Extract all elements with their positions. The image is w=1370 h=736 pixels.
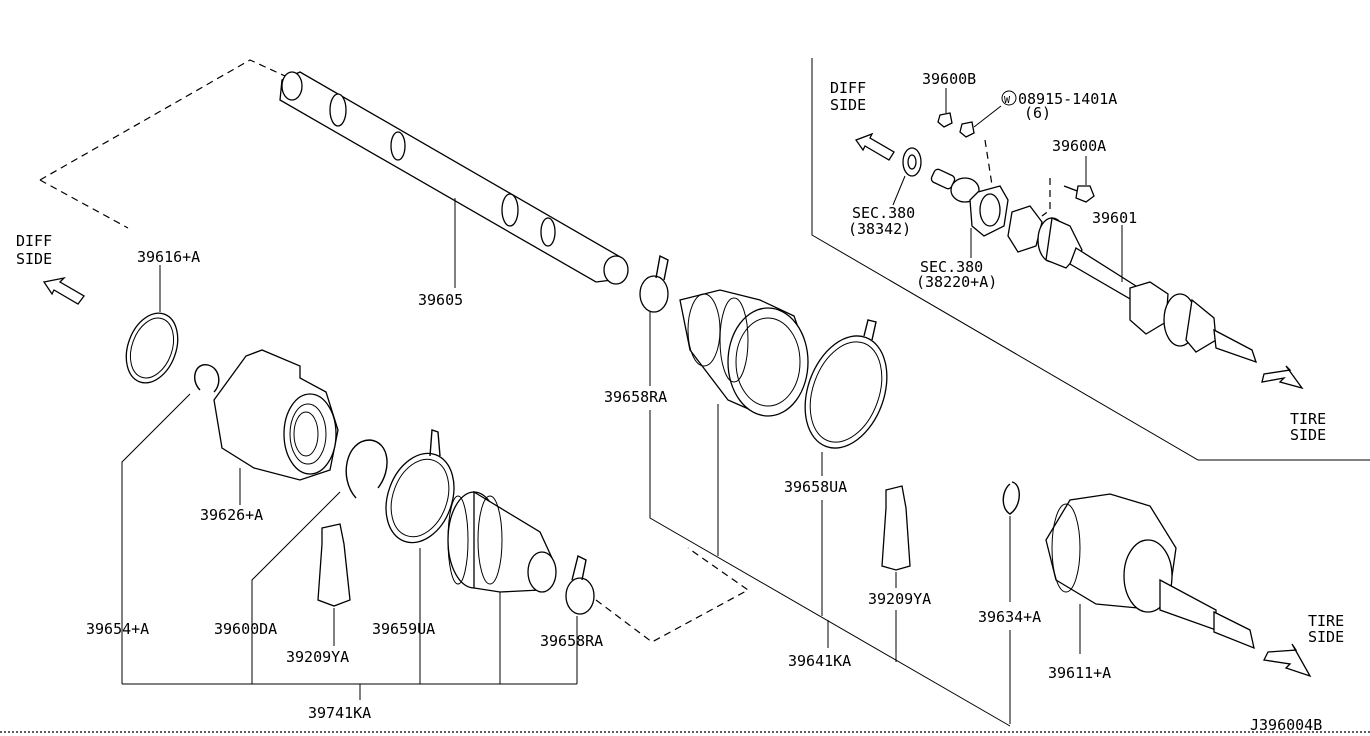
- diff-side-inset-label-1: DIFF: [830, 79, 866, 97]
- band-39659ua-part: [385, 429, 455, 544]
- part-39209ya-right-label: 39209YA: [868, 590, 931, 608]
- part-39600da-label: 39600DA: [214, 620, 277, 638]
- snap-ring-39654-part: [194, 364, 220, 393]
- sec380-38220-ref: (38220+A): [916, 273, 997, 291]
- inset-assembly-view: DIFF SIDE SEC.380 (38342) 39600B W 08915…: [811, 58, 1370, 461]
- part-39611-label: 39611+A: [1048, 664, 1111, 682]
- washer-symbol: W: [1004, 95, 1011, 106]
- grease-tube-right-part: [881, 485, 911, 571]
- part-39209ya-left-label: 39209YA: [286, 648, 349, 666]
- diff-side-arrow-icon: [854, 132, 895, 161]
- tire-side-inset-label-2: SIDE: [1290, 426, 1326, 444]
- part-39600a-label: 39600A: [1052, 137, 1106, 155]
- part-39658ua-label: 39658UA: [784, 478, 847, 496]
- part-39641ka-label: 39641KA: [788, 652, 851, 670]
- part-39658ra-right-label: 39658RA: [604, 388, 667, 406]
- washer-symbol-icon: [1001, 90, 1017, 106]
- clamp-39658ra-right-part: [639, 254, 669, 313]
- inset-shaft-part: [1007, 205, 1258, 364]
- part-39616-label: 39616+A: [137, 248, 200, 266]
- sec380-38342-label: SEC.380: [852, 204, 915, 222]
- band-39658ua-part: [804, 319, 888, 449]
- housing-39626-part: [213, 349, 339, 481]
- tire-side-label-2: SIDE: [1308, 628, 1344, 646]
- part-39741ka-label: 39741KA: [308, 704, 371, 722]
- diff-side-label-2: SIDE: [16, 250, 52, 268]
- part-39600b-label: 39600B: [922, 70, 976, 88]
- inset-border: [811, 58, 1370, 461]
- part-39626-label: 39626+A: [200, 506, 263, 524]
- snap-ring-39634-part: [1002, 481, 1020, 515]
- diff-side-inset-label-2: SIDE: [830, 96, 866, 114]
- boot-outer-part: [679, 289, 809, 417]
- bolt-39600b-part: [937, 112, 975, 138]
- part-08915-label: 08915-1401A: [1018, 90, 1117, 108]
- sec380-38220-label: SEC.380: [920, 258, 983, 276]
- part-39601-label: 39601: [1092, 209, 1137, 227]
- part-39658ra-left-label: 39658RA: [540, 632, 603, 650]
- part-39659ua-label: 39659UA: [372, 620, 435, 638]
- tire-side-arrow-right-icon: [1263, 643, 1312, 678]
- grease-tube-left-part: [317, 523, 351, 607]
- shaft-39605-part: [39, 59, 629, 285]
- seal-38342-part: [902, 147, 922, 177]
- tire-side-inset-label-1: TIRE: [1290, 410, 1326, 428]
- tire-side-inset-arrow-icon: [1261, 365, 1304, 390]
- flange-38220-part: [930, 168, 1009, 237]
- part-39654-label: 39654+A: [86, 620, 149, 638]
- snap-ring-39600da-part: [345, 439, 388, 499]
- part-08915-qty: (6): [1024, 104, 1051, 122]
- ring-39616-part: [125, 312, 179, 384]
- diagram-code: J396004B: [1250, 716, 1322, 734]
- diff-side-arrow-left-icon: [42, 276, 85, 305]
- clamp-39658ra-left-part: [565, 554, 595, 615]
- diff-side-label-1: DIFF: [16, 232, 52, 250]
- boot-inner-part: [447, 490, 557, 593]
- tire-side-label-1: TIRE: [1308, 612, 1344, 630]
- outer-joint-39611-part: [1045, 493, 1255, 650]
- sec380-38342-ref: (38342): [848, 220, 911, 238]
- part-39634-label: 39634+A: [978, 608, 1041, 626]
- part-39605-label: 39605: [418, 291, 463, 309]
- bolt-39600a-part: [1063, 185, 1095, 203]
